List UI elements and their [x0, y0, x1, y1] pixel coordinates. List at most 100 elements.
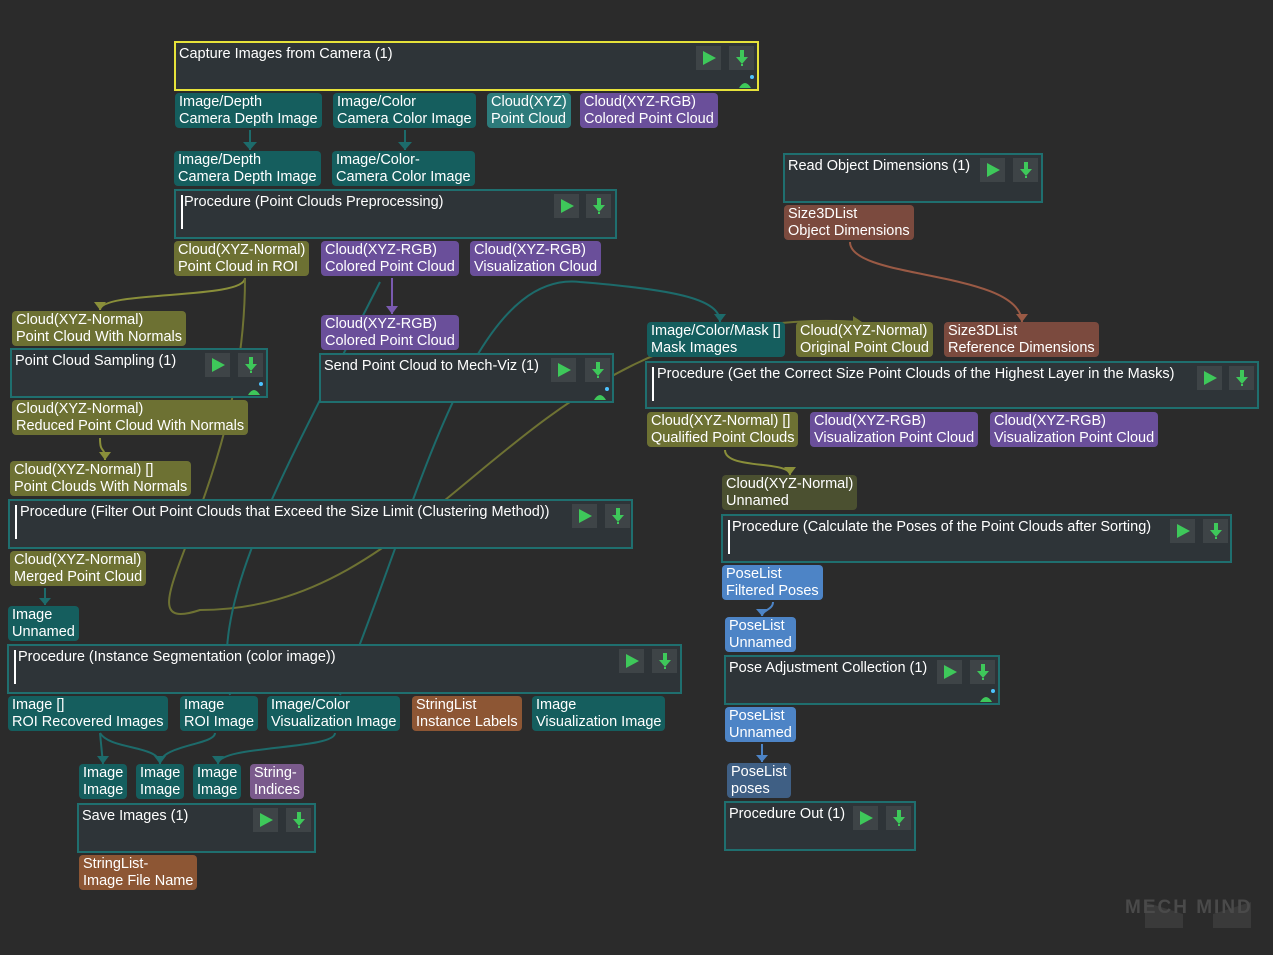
- port-name: Visualization Point Cloud: [994, 430, 1155, 446]
- port-image-in-2[interactable]: Image Image: [136, 764, 185, 799]
- run-button[interactable]: [1170, 519, 1195, 543]
- port-indices-in[interactable]: String- Indices: [250, 764, 304, 799]
- port-reference-dimensions-in[interactable]: Size3DList Reference Dimensions: [944, 322, 1099, 357]
- procedure-out-node[interactable]: Procedure Out (1): [724, 801, 916, 851]
- port-roi-recovered-images-out[interactable]: Image [] ROI Recovered Images: [8, 696, 168, 731]
- port-type: Image/Color: [271, 697, 350, 713]
- port-name: Filtered Poses: [726, 583, 819, 599]
- port-type: Size3DList: [948, 323, 1018, 339]
- port-depth-in[interactable]: Image/Depth Camera Depth Image: [174, 151, 321, 186]
- download-button[interactable]: [652, 649, 677, 673]
- port-instance-labels-out[interactable]: StringList Instance Labels: [412, 696, 522, 731]
- port-cloud-normals-in[interactable]: Cloud(XYZ-Normal) Point Cloud With Norma…: [12, 311, 186, 346]
- download-button[interactable]: [605, 504, 630, 528]
- port-clouds-normals-in[interactable]: Cloud(XYZ-Normal) [] Point Clouds With N…: [10, 461, 192, 496]
- download-button[interactable]: [1203, 519, 1228, 543]
- filter-size-limit-node[interactable]: Procedure (Filter Out Point Clouds that …: [8, 499, 633, 549]
- node-title: Procedure (Instance Segmentation (color …: [18, 649, 336, 665]
- port-camera-depth-out[interactable]: Image/Depth Camera Depth Image: [175, 93, 322, 128]
- point-cloud-sampling-node[interactable]: Point Cloud Sampling (1): [10, 348, 268, 398]
- port-name: Colored Point Cloud: [325, 333, 455, 349]
- play-icon: [557, 363, 571, 377]
- run-button[interactable]: [551, 358, 576, 382]
- port-name: Unnamed: [12, 624, 75, 640]
- port-merged-cloud-out[interactable]: Cloud(XYZ-Normal) Merged Point Cloud: [10, 551, 147, 586]
- download-icon: [1209, 523, 1222, 539]
- port-colored-cloud-out[interactable]: Cloud(XYZ-RGB) Colored Point Cloud: [580, 93, 718, 128]
- read-object-dimensions-node[interactable]: Read Object Dimensions (1): [783, 153, 1043, 203]
- mountain-dot-icon: [248, 382, 263, 395]
- port-type: Cloud(XYZ-RGB): [994, 413, 1106, 429]
- port-poselist-in[interactable]: PoseList Unnamed: [725, 617, 796, 652]
- port-image-in-3[interactable]: Image Image: [193, 764, 242, 799]
- port-colored-cloud-in[interactable]: Cloud(XYZ-RGB) Colored Point Cloud: [321, 315, 459, 350]
- port-type: Image: [140, 765, 181, 781]
- run-button[interactable]: [205, 353, 230, 377]
- download-button[interactable]: [886, 806, 911, 830]
- download-button[interactable]: [1229, 366, 1254, 390]
- capture-images-node[interactable]: Capture Images from Camera (1): [174, 41, 759, 91]
- port-visualization-cloud-out[interactable]: Cloud(XYZ-RGB) Visualization Point Cloud: [810, 412, 979, 447]
- port-visualization-image-out-2[interactable]: Image Visualization Image: [532, 696, 666, 731]
- preprocessing-node[interactable]: Procedure (Point Clouds Preprocessing): [174, 189, 617, 239]
- port-roi-image-out[interactable]: Image ROI Image: [180, 696, 259, 731]
- run-button[interactable]: [696, 46, 721, 70]
- port-roi-cloud-out[interactable]: Cloud(XYZ-Normal) Point Cloud in ROI: [174, 241, 310, 276]
- instance-segmentation-node[interactable]: Procedure (Instance Segmentation (color …: [7, 644, 682, 694]
- port-poselist-out[interactable]: PoseList Unnamed: [725, 707, 796, 742]
- port-mask-images-in[interactable]: Image/Color/Mask [] Mask Images: [647, 322, 785, 357]
- port-name: Original Point Cloud: [800, 340, 929, 356]
- port-name: poses: [731, 781, 770, 797]
- port-camera-color-out[interactable]: Image/Color Camera Color Image: [333, 93, 476, 128]
- port-image-in[interactable]: Image Unnamed: [8, 606, 79, 641]
- port-point-cloud-out[interactable]: Cloud(XYZ) Point Cloud: [487, 93, 571, 128]
- download-button[interactable]: [729, 46, 754, 70]
- port-type: Image: [197, 765, 238, 781]
- port-name: Image: [140, 782, 181, 798]
- port-reduced-cloud-out[interactable]: Cloud(XYZ-Normal) Reduced Point Cloud Wi…: [12, 400, 249, 435]
- save-images-node[interactable]: Save Images (1): [77, 803, 316, 853]
- run-button[interactable]: [554, 194, 579, 218]
- download-button[interactable]: [586, 194, 611, 218]
- port-poses-in[interactable]: PoseList poses: [727, 763, 791, 798]
- run-button[interactable]: [1197, 366, 1222, 390]
- run-button[interactable]: [572, 504, 597, 528]
- port-type: Cloud(XYZ-Normal) []: [14, 462, 154, 478]
- run-button[interactable]: [619, 649, 644, 673]
- download-button[interactable]: [238, 353, 263, 377]
- run-button[interactable]: [253, 808, 278, 832]
- port-colored-cloud-out[interactable]: Cloud(XYZ-RGB) Colored Point Cloud: [321, 241, 459, 276]
- port-object-dimensions-out[interactable]: Size3DList Object Dimensions: [784, 205, 914, 240]
- download-button[interactable]: [970, 660, 995, 684]
- port-color-in[interactable]: Image/Color- Camera Color Image: [332, 151, 475, 186]
- run-button[interactable]: [937, 660, 962, 684]
- port-filtered-poses-out[interactable]: PoseList Filtered Poses: [722, 565, 823, 600]
- download-button[interactable]: [286, 808, 311, 832]
- watermark: MECH MIND: [1125, 897, 1253, 918]
- download-icon: [1235, 370, 1248, 386]
- port-visualization-cloud-out[interactable]: Cloud(XYZ-RGB) Visualization Cloud: [470, 241, 602, 276]
- text-cursor: [181, 195, 183, 229]
- port-visualization-image-out[interactable]: Image/Color Visualization Image: [267, 696, 401, 731]
- run-button[interactable]: [980, 158, 1005, 182]
- port-original-cloud-in[interactable]: Cloud(XYZ-Normal) Original Point Cloud: [796, 322, 933, 357]
- port-type: Cloud(XYZ-Normal) []: [651, 413, 791, 429]
- port-cloud-in[interactable]: Cloud(XYZ-Normal) Unnamed: [722, 475, 858, 510]
- port-qualified-clouds-out[interactable]: Cloud(XYZ-Normal) [] Qualified Point Clo…: [647, 412, 799, 447]
- download-icon: [592, 198, 605, 214]
- run-button[interactable]: [853, 806, 878, 830]
- port-image-file-name-out[interactable]: StringList- Image File Name: [79, 855, 198, 890]
- port-visualization-cloud-out-2[interactable]: Cloud(XYZ-RGB) Visualization Point Cloud: [990, 412, 1159, 447]
- play-icon: [211, 358, 225, 372]
- port-image-in-1[interactable]: Image Image: [79, 764, 128, 799]
- highest-layer-node[interactable]: Procedure (Get the Correct Size Point Cl…: [645, 361, 1259, 409]
- play-icon: [625, 654, 639, 668]
- download-button[interactable]: [585, 358, 610, 382]
- calculate-poses-node[interactable]: Procedure (Calculate the Poses of the Po…: [721, 514, 1232, 563]
- download-button[interactable]: [1013, 158, 1038, 182]
- node-title: Procedure Out (1): [729, 806, 846, 822]
- node-title: Procedure (Point Clouds Preprocessing): [184, 194, 444, 210]
- node-title: Capture Images from Camera (1): [179, 46, 393, 62]
- pose-adjustment-node[interactable]: Pose Adjustment Collection (1): [724, 655, 1000, 705]
- send-to-mech-viz-node[interactable]: Send Point Cloud to Mech-Viz (1): [319, 353, 614, 403]
